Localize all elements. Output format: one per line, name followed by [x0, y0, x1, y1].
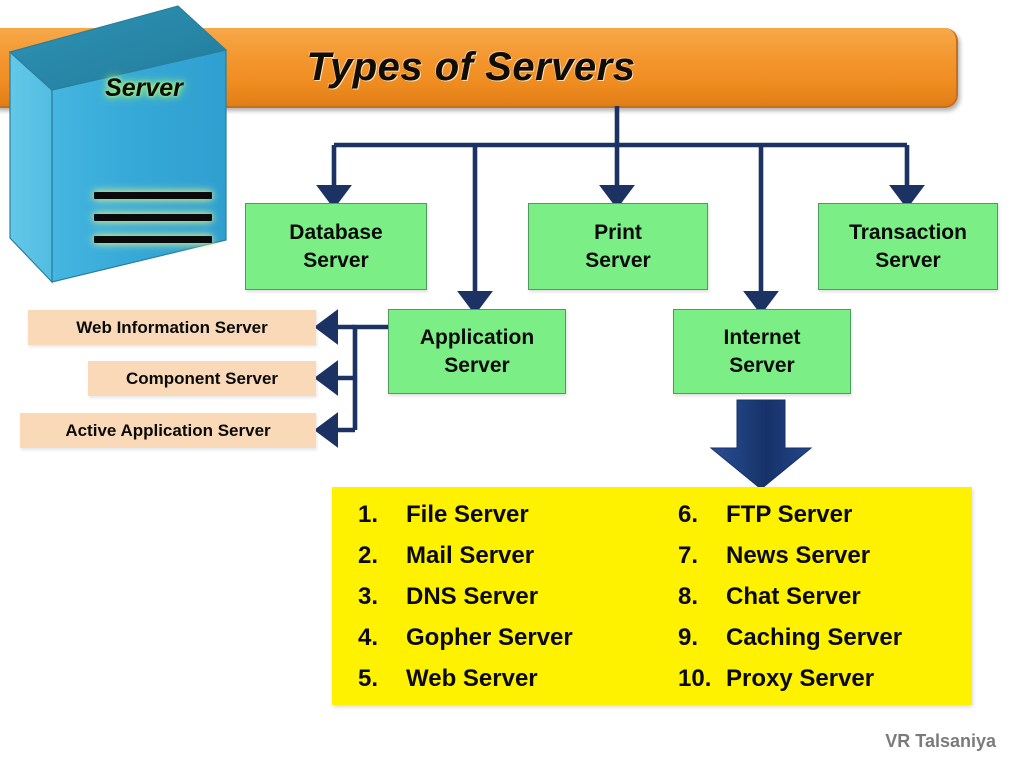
node-label-line1: Database [289, 220, 383, 244]
list-item-number: 3. [358, 583, 379, 610]
node-web-information-server[interactable]: Web Information Server [28, 310, 316, 345]
list-item-label: Caching Server [726, 624, 903, 651]
page-title: Types of Servers [306, 44, 636, 89]
list-item-number: 6. [678, 501, 699, 528]
server-cube-label: Server [105, 74, 183, 102]
list-item[interactable]: 8. Chat Server [678, 583, 972, 624]
list-column-right: 6. FTP Server 7. News Server 8. Chat Ser… [652, 487, 972, 705]
node-active-application-server[interactable]: Active Application Server [20, 413, 316, 448]
node-label-line2: Server [303, 248, 369, 272]
node-label-line2: Server [444, 353, 510, 377]
list-item-label: Gopher Server [406, 624, 573, 651]
list-item-number: 4. [358, 624, 379, 651]
node-transaction-server[interactable]: Transaction Server [818, 203, 998, 290]
node-label-line1: Print [594, 220, 642, 244]
node-component-server[interactable]: Component Server [88, 361, 316, 396]
list-item-label: Chat Server [726, 583, 861, 610]
node-label: Web Information Server [76, 317, 268, 337]
node-label-line1: Internet [723, 325, 801, 349]
node-print-server[interactable]: Print Server [528, 203, 708, 290]
node-label-line2: Server [729, 353, 795, 377]
list-item-number: 7. [678, 542, 699, 569]
node-application-server[interactable]: Application Server [388, 309, 566, 394]
list-item-label: File Server [406, 501, 529, 528]
list-item[interactable]: 2. Mail Server [358, 542, 652, 583]
node-label: Component Server [125, 368, 279, 388]
author-credit: VR Talsaniya [885, 731, 996, 751]
list-item-number: 10. [678, 665, 712, 692]
list-item-label: FTP Server [726, 501, 853, 528]
server-vent-bar-2 [94, 214, 212, 221]
list-item-number: 8. [678, 583, 699, 610]
list-item-label: Proxy Server [726, 665, 875, 692]
list-item-number: 1. [358, 501, 379, 528]
block-arrow-down [709, 399, 813, 490]
list-item[interactable]: 5. Web Server [358, 665, 652, 706]
list-item[interactable]: 7. News Server [678, 542, 972, 583]
list-item-label: News Server [726, 542, 871, 569]
list-item[interactable]: 3. DNS Server [358, 583, 652, 624]
list-column-left: 1. File Server 2. Mail Server 3. DNS Ser… [332, 487, 652, 705]
list-item-label: Web Server [406, 665, 538, 692]
list-item-label: Mail Server [406, 542, 535, 569]
server-cube-icon: Server [2, 0, 236, 290]
list-item-number: 5. [358, 665, 379, 692]
list-item[interactable]: 1. File Server [358, 501, 652, 542]
node-label-line2: Server [875, 248, 941, 272]
list-item[interactable]: 6. FTP Server [678, 501, 972, 542]
list-item-number: 2. [358, 542, 379, 569]
list-item[interactable]: 9. Caching Server [678, 624, 972, 665]
server-vent-bar-1 [94, 192, 212, 199]
node-internet-server[interactable]: Internet Server [673, 309, 851, 394]
server-vent-bar-3 [94, 236, 212, 243]
node-label-line2: Server [585, 248, 651, 272]
list-item[interactable]: 10. Proxy Server [678, 665, 972, 706]
list-item[interactable]: 4. Gopher Server [358, 624, 652, 665]
list-item-number: 9. [678, 624, 699, 651]
node-label: Active Application Server [65, 420, 271, 440]
node-label-line1: Application [419, 325, 535, 349]
list-item-label: DNS Server [406, 583, 539, 610]
node-label-line1: Transaction [849, 220, 967, 244]
internet-server-types-panel: 1. File Server 2. Mail Server 3. DNS Ser… [332, 487, 972, 705]
node-database-server[interactable]: Database Server [245, 203, 427, 290]
